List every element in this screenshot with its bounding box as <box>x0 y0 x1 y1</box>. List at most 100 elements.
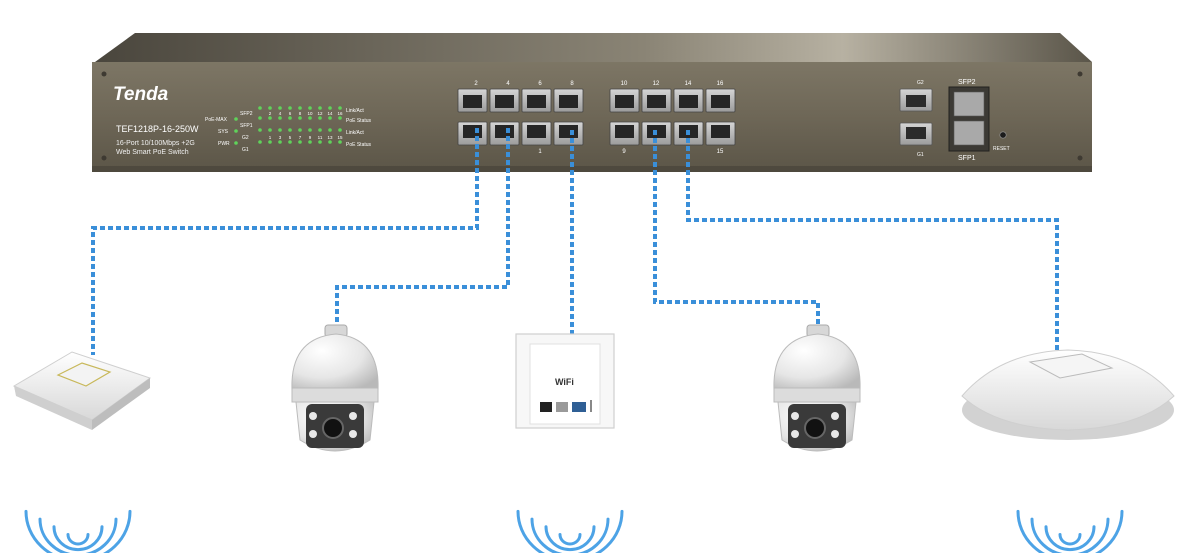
port-label-bottom: 1 <box>538 149 542 155</box>
rj45-port-tab <box>500 125 509 128</box>
rj45-port-tab <box>468 105 477 108</box>
rj45-port-tab <box>620 105 629 108</box>
rack-screw <box>101 155 107 161</box>
led-label-sfp2: SFP2 <box>240 111 253 117</box>
rj45-port-tab <box>532 125 541 128</box>
rj45-port-tab <box>564 125 573 128</box>
port-label-top: 6 <box>538 81 542 87</box>
port-label-top: 2 <box>474 81 478 87</box>
ir-led-icon <box>309 430 317 438</box>
cable-to-ceiling-ap-right <box>686 130 1059 352</box>
rj45-port-socket <box>527 95 546 108</box>
wifi-wave-arc <box>38 517 118 553</box>
model-description-line1: 16-Port 10/100Mbps +2G <box>116 140 195 147</box>
led-number-bottom: 1 <box>269 135 272 140</box>
status-led <box>328 106 332 110</box>
switch-front-panel <box>92 62 1092 170</box>
led-label-poe-status-top: PoE Status <box>346 118 372 124</box>
port-label-bottom: 9 <box>622 149 626 155</box>
switch-bottom-edge <box>92 166 1092 172</box>
led-label-g1: G1 <box>242 147 249 153</box>
reset-button[interactable] <box>999 131 1007 139</box>
led-panel: PoE-MAX SFP2 SFP1 SYS PWR G2 G1 Link/Act… <box>205 106 372 153</box>
wifi-wave-arc <box>1016 509 1124 553</box>
rj45-port-tab <box>684 105 693 108</box>
wifi-wave-arc <box>530 517 610 553</box>
ceiling-ap-body <box>961 349 1175 431</box>
status-led <box>308 106 312 110</box>
status-led <box>298 128 302 132</box>
ir-led-icon <box>831 412 839 420</box>
rack-screw <box>1077 71 1083 77</box>
status-led <box>268 128 272 132</box>
rj45-port-socket <box>647 95 666 108</box>
led-label-poe-max: PoE-MAX <box>205 117 228 123</box>
wall-ap-phone-port[interactable] <box>540 402 552 412</box>
led-label-link-act-top: Link/Act <box>346 108 364 114</box>
gigabit-uplink-ports: G2 G1 <box>899 80 933 158</box>
led-number-top: 12 <box>317 111 323 116</box>
sfp-slot-1[interactable] <box>953 120 985 146</box>
status-led <box>298 116 302 120</box>
wall-ap-indicator <box>590 400 592 412</box>
led-number-top: 10 <box>307 111 313 116</box>
ceiling-ap-top-panel <box>1028 353 1114 379</box>
led-number-top: 2 <box>269 111 272 116</box>
status-led <box>278 140 282 144</box>
cable-to-camera-left <box>335 128 510 335</box>
brand-logo: Tenda <box>113 84 169 105</box>
led-number-top: 6 <box>289 111 292 116</box>
rj45-port-socket <box>615 125 634 138</box>
rj45-port-socket <box>463 95 482 108</box>
led-label-link-act-bottom: Link/Act <box>346 130 364 136</box>
ptz-camera-left <box>291 324 379 452</box>
ceiling-ap-side <box>92 378 150 430</box>
led-number-bottom: 9 <box>309 135 312 140</box>
wifi-wave-arc <box>1030 517 1110 553</box>
status-led <box>258 140 262 144</box>
camera-lens-icon <box>804 417 826 439</box>
rj45-port-tab <box>532 105 541 108</box>
status-led <box>288 106 292 110</box>
rj45-port-socket <box>711 125 730 138</box>
ir-led-icon <box>349 412 357 420</box>
ceiling-access-point-left <box>12 351 152 430</box>
port-label-top: 14 <box>685 81 692 87</box>
wall-ap-usb-port[interactable] <box>556 402 568 412</box>
rj45-port-socket <box>527 125 546 138</box>
led-label-poe-status-bottom: PoE Status <box>346 142 372 148</box>
rj45-port-tab <box>716 125 725 128</box>
rj45-port-socket <box>495 95 514 108</box>
wifi-wave-arc <box>66 533 90 546</box>
ir-led-icon <box>791 430 799 438</box>
status-led <box>298 106 302 110</box>
port-label-top: 10 <box>621 81 628 87</box>
sfp-label-2: SFP2 <box>958 79 976 86</box>
port-label-top: 4 <box>506 81 510 87</box>
status-led <box>318 116 322 120</box>
model-description-line2: Web Smart PoE Switch <box>116 149 189 156</box>
status-led <box>338 106 342 110</box>
uplink-port-g2-socket <box>906 95 926 107</box>
status-led <box>268 116 272 120</box>
wifi-wave-arc <box>24 509 132 553</box>
status-led <box>328 116 332 120</box>
status-led <box>308 140 312 144</box>
rj45-port-tab <box>564 105 573 108</box>
uplink-label-g1: G1 <box>917 152 924 158</box>
led-number-bottom: 7 <box>299 135 302 140</box>
led-label-g2: G2 <box>242 135 249 141</box>
sfp-slot-2[interactable] <box>953 91 985 117</box>
camera-housing <box>291 333 379 391</box>
wall-ap-lan-port[interactable] <box>572 402 586 412</box>
status-led <box>338 128 342 132</box>
rj45-port-tab <box>620 125 629 128</box>
rack-screw <box>1077 155 1083 161</box>
rj45-port-socket <box>679 95 698 108</box>
rack-screw <box>101 71 107 77</box>
camera-housing <box>773 333 861 391</box>
led-label-pwr: PWR <box>218 141 230 147</box>
rj45-port-tab <box>652 125 661 128</box>
status-led <box>288 140 292 144</box>
